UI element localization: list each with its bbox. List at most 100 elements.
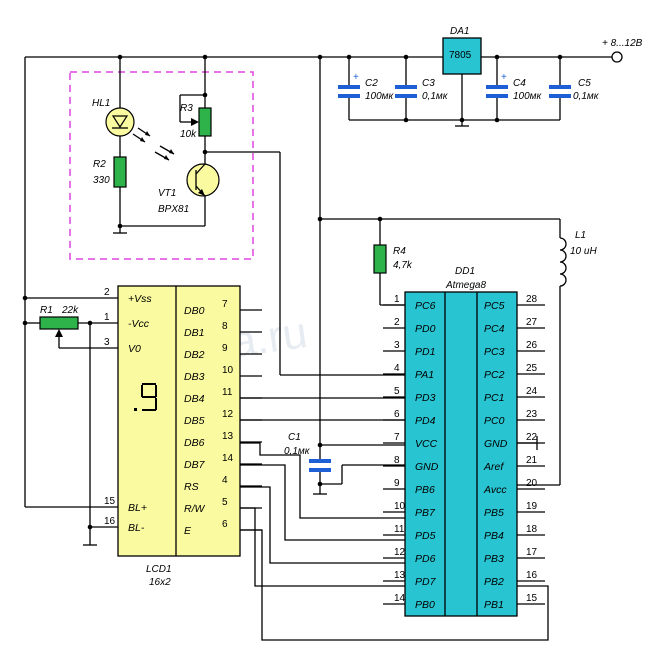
inductor-l1: L1 10 uH	[517, 219, 597, 486]
mcu-pin-number: 9	[394, 478, 400, 489]
lcd-pin-number: 12	[222, 409, 234, 420]
sensor-block: HL1 R2 330 R3 10k	[69, 57, 405, 376]
mcu-pin-name: PD6	[415, 553, 436, 565]
lcd-pin-number: 1	[104, 312, 110, 323]
mcu-pin-name: PB6	[415, 484, 435, 496]
mcu-pin-name: PB5	[484, 507, 504, 519]
lcd-pin-name: +Vss	[128, 293, 152, 305]
mcu-pin-number: 15	[526, 593, 538, 604]
mcu-pin-number: 12	[394, 547, 406, 558]
svg-text:10k: 10k	[180, 129, 197, 140]
lcd-pin-number: 6	[222, 519, 228, 530]
mcu-pin-number: 1	[394, 294, 400, 305]
lcd1: LCD1 16x2 2+Vss1-Vcc3V015BL+16BL-7DB08DB…	[104, 285, 262, 588]
mcu-pin-number: 3	[394, 340, 400, 351]
mcu-pin-number: 5	[394, 386, 400, 397]
lcd-pin-name: DB6	[184, 437, 205, 449]
mcu-pin-number: 8	[394, 455, 400, 466]
mcu-pin-number: 21	[526, 455, 538, 466]
mcu-pin-name: PD1	[415, 346, 435, 358]
mcu-pin-name: PC0	[484, 415, 505, 427]
hl1-label: HL1	[92, 98, 110, 109]
lcd-pin-number: 14	[222, 453, 234, 464]
lcd-pin-name: DB0	[184, 305, 205, 317]
lcd-pin-name: DB5	[184, 415, 205, 427]
capacitor-c4: + C4 100мк	[486, 57, 543, 120]
mcu-pin-name: PB1	[484, 599, 504, 611]
mcu-pin-number: 10	[394, 501, 406, 512]
svg-text:+: +	[353, 72, 359, 83]
mcu-pin-name: PD0	[415, 323, 436, 335]
regulator-da1: DA1 7805	[442, 26, 482, 127]
svg-text:0,1мк: 0,1мк	[573, 91, 600, 102]
mcu-pin-name: PB0	[415, 599, 435, 611]
capacitor-c2: + C2 100мк	[338, 57, 395, 120]
lcd-pin-number: 11	[222, 387, 233, 398]
resistor-r1: R1 22k	[22, 305, 118, 349]
lcd-pin-number: 9	[222, 343, 228, 354]
svg-text:R1: R1	[40, 305, 53, 316]
capacitor-c1: C1 0,1мк	[284, 432, 405, 495]
svg-text:R4: R4	[393, 246, 406, 257]
svg-text:L1: L1	[575, 230, 586, 241]
svg-text:C4: C4	[513, 78, 526, 89]
svg-text:4,7k: 4,7k	[393, 260, 413, 271]
mcu-pin-name: PD4	[415, 415, 436, 427]
mcu-pin-name: PD7	[415, 576, 437, 588]
lcd-pin-name: BL-	[128, 522, 145, 534]
mcu-pin-name: GND	[484, 438, 508, 450]
mcu-pin-number: 22	[526, 432, 538, 443]
svg-text:0,1мк: 0,1мк	[422, 91, 449, 102]
mcu-pin-number: 24	[526, 386, 538, 397]
svg-text:100мк: 100мк	[365, 91, 395, 102]
lcd-pin-number: 3	[104, 337, 110, 348]
svg-text:C5: C5	[578, 78, 591, 89]
mcu-pin-number: 6	[394, 409, 400, 420]
lcd-pin-number: 4	[222, 475, 228, 486]
mcu-pin-number: 7	[394, 432, 400, 443]
mcu-pin-name: PB7	[415, 507, 436, 519]
mcu-pin-number: 11	[394, 524, 405, 535]
mcu-pin-number: 27	[526, 317, 538, 328]
lcd-pin-name: V0	[128, 343, 141, 355]
lcd-size: 16x2	[149, 577, 171, 588]
mcu-pin-number: 16	[526, 570, 538, 581]
lcd-pin-name: E	[184, 525, 192, 537]
mcu-pin-number: 26	[526, 340, 538, 351]
mcu-pin-name: PB2	[484, 576, 504, 588]
capacitor-c3: C3 0,1мк	[395, 57, 449, 120]
mcu-pin-number: 28	[526, 294, 538, 305]
mcu-ref: DD1	[455, 266, 475, 277]
lcd-pin-name: RS	[184, 481, 199, 493]
mcu-pin-number: 13	[394, 570, 406, 581]
lcd-pin-number: 5	[222, 497, 228, 508]
lcd-pin-name: DB1	[184, 327, 204, 339]
svg-text:22k: 22k	[61, 305, 79, 316]
mcu-pin-name: PD3	[415, 392, 436, 404]
da1-part: 7805	[449, 50, 472, 61]
svg-text:VT1: VT1	[158, 188, 176, 199]
mcu-part: Atmega8	[445, 280, 486, 291]
svg-text:10 uH: 10 uH	[570, 246, 597, 257]
mcu-pin-number: 23	[526, 409, 538, 420]
svg-text:R3: R3	[180, 103, 193, 114]
svg-text:330: 330	[93, 175, 110, 186]
mcu-pin-name: GND	[415, 461, 439, 473]
lcd-pin-name: -Vcc	[128, 318, 150, 330]
mcu-pin-name: PC2	[484, 369, 505, 381]
svg-text:C1: C1	[288, 432, 301, 443]
lcd-pin-number: 15	[104, 496, 116, 507]
mcu-dd1: DD1 Atmega8 1PC62PD03PD14PA15PD36PD47VCC…	[383, 266, 545, 617]
lcd-pin-name: BL+	[128, 502, 147, 514]
lcd-pin-number: 16	[104, 516, 116, 527]
capacitor-c5: C5 0,1мк	[549, 57, 600, 120]
svg-text:R2: R2	[93, 159, 106, 170]
mcu-pin-name: PC6	[415, 300, 436, 312]
lcd-pin-name: DB3	[184, 371, 205, 383]
mcu-pin-number: 25	[526, 363, 538, 374]
lcd-pin-number: 7	[222, 299, 228, 310]
mcu-pin-number: 17	[526, 547, 538, 558]
lcd-pin-number: 8	[222, 321, 228, 332]
lcd-pin-number: 10	[222, 365, 234, 376]
svg-text:+: +	[501, 72, 507, 83]
